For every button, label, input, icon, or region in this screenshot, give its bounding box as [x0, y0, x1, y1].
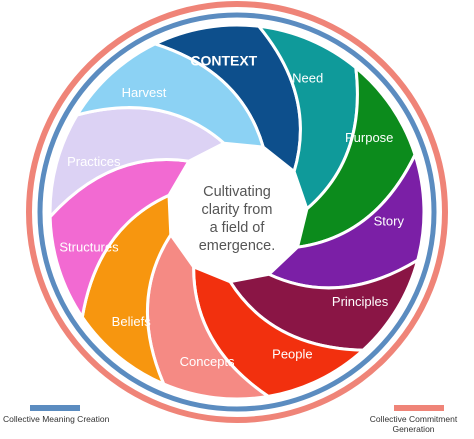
segment-label-people: People — [272, 347, 312, 362]
outer-ring-commitment — [26, 1, 448, 423]
inner-ring-meaning — [37, 12, 437, 412]
segment-label-context: CONTEXT — [190, 53, 257, 69]
segment-label-story: Story — [374, 213, 405, 228]
center-text-line-1: Cultivating — [203, 184, 271, 200]
center-text-line-2: clarity from — [202, 202, 273, 218]
segment-label-purpose: Purpose — [345, 130, 393, 145]
legend-swatch-meaning — [30, 405, 80, 411]
legend-label-commitment-line-2: Generation — [392, 424, 435, 434]
segment-label-beliefs: Beliefs — [112, 314, 152, 329]
segment-harvest — [75, 42, 265, 149]
segment-label-harvest: Harvest — [122, 85, 167, 100]
center-text-line-4: emergence. — [199, 238, 276, 254]
segment-label-principles: Principles — [332, 294, 389, 309]
segment-label-practices: Practices — [67, 154, 121, 169]
center-text-line-3: a field of — [210, 220, 266, 236]
legend-swatch-commitment — [394, 405, 444, 411]
segment-label-concepts: Concepts — [180, 354, 235, 369]
legend-label-meaning: Collective Meaning Creation — [3, 414, 110, 424]
segments-layer — [48, 23, 426, 401]
segment-label-structures: Structures — [59, 240, 119, 255]
segment-label-need: Need — [292, 71, 323, 86]
legend-label-commitment-line-1: Collective Commitment — [369, 414, 458, 424]
